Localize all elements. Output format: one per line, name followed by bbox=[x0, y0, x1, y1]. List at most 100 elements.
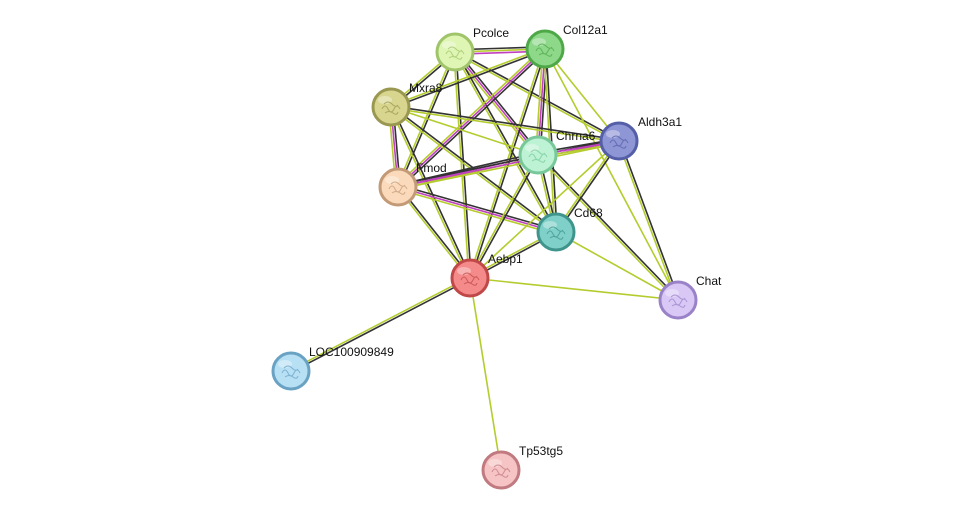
node-circle[interactable] bbox=[435, 32, 475, 72]
node-pcolce[interactable]: Pcolce bbox=[435, 26, 509, 72]
node-label: Pcolce bbox=[473, 26, 509, 40]
edge-evidence-textmining bbox=[469, 140, 620, 279]
node-col12a1[interactable]: Col12a1 bbox=[525, 23, 608, 69]
edge-Pcolce-Aldh3a1[interactable] bbox=[454, 50, 620, 143]
node-loc100909849[interactable]: LOC100909849 bbox=[271, 345, 394, 391]
protein-structure-icon bbox=[281, 365, 301, 379]
node-circle[interactable] bbox=[450, 258, 490, 298]
edge-evidence-coexpression bbox=[391, 49, 546, 109]
edge-evidence-experiments bbox=[397, 186, 557, 233]
edge-evidence-textmining bbox=[390, 107, 619, 143]
node-label: Col12a1 bbox=[563, 23, 608, 37]
node-mxra8[interactable]: Mxra8 bbox=[371, 81, 443, 127]
edge-evidence-coexpression bbox=[470, 155, 540, 279]
edge-evidence-coexpression bbox=[619, 140, 680, 300]
node-circle[interactable] bbox=[518, 135, 558, 175]
edge-evidence-coexpression bbox=[455, 50, 620, 141]
edge-evidence-coexpression bbox=[455, 51, 472, 278]
edge-evidence-textmining bbox=[469, 277, 502, 471]
edge-evidence-textmining bbox=[617, 141, 678, 301]
node-label: Aldh3a1 bbox=[638, 115, 682, 129]
edge-evidence-experiments bbox=[454, 51, 539, 156]
edge-evidence-experiments bbox=[397, 140, 620, 188]
edge-evidence-textmining bbox=[397, 188, 556, 235]
node-circle[interactable] bbox=[378, 167, 418, 207]
edge-evidence-coexpression bbox=[397, 138, 619, 186]
protein-structure-icon bbox=[445, 46, 465, 60]
protein-structure-icon bbox=[668, 294, 688, 308]
edge-evidence-textmining bbox=[536, 155, 678, 302]
edge-evidence-textmining bbox=[544, 48, 620, 142]
edge-evidence-coexpression bbox=[545, 48, 558, 232]
edge-Aebp1-Chat[interactable] bbox=[469, 277, 679, 301]
protein-structure-icon bbox=[491, 464, 511, 478]
edge-Aebp1-Tp53tg5[interactable] bbox=[469, 277, 502, 471]
edge-evidence-coexpression bbox=[538, 153, 680, 300]
node-label: Aebp1 bbox=[488, 252, 523, 266]
edge-Mxra8-Aldh3a1[interactable] bbox=[390, 105, 620, 143]
protein-structure-icon bbox=[381, 101, 401, 115]
edge-Aldh3a1-Aebp1[interactable] bbox=[469, 140, 620, 279]
protein-structure-icon bbox=[460, 272, 480, 286]
protein-structure-icon bbox=[609, 135, 629, 149]
node-label: Mxra8 bbox=[409, 81, 443, 95]
node-circle[interactable] bbox=[599, 121, 639, 161]
edge-Mxra8-Chrna6[interactable] bbox=[390, 106, 539, 156]
node-circle[interactable] bbox=[525, 29, 565, 69]
node-fmod[interactable]: Fmod bbox=[378, 161, 447, 207]
edge-evidence-textmining bbox=[469, 277, 679, 301]
node-label: Chrna6 bbox=[556, 129, 596, 143]
nodes-layer: Pcolce Col12a1Mxra8Aldh3a1Chrna6FmodCd68A… bbox=[271, 23, 722, 490]
edge-evidence-textmining bbox=[454, 52, 619, 143]
edge-Aebp1-LOC100909849[interactable] bbox=[290, 276, 471, 373]
node-aldh3a1[interactable]: Aldh3a1 bbox=[599, 115, 682, 161]
protein-structure-icon bbox=[528, 149, 548, 163]
edge-Pcolce-Aebp1[interactable] bbox=[453, 51, 472, 279]
node-cd68[interactable]: Cd68 bbox=[536, 206, 603, 252]
edge-Chrna6-Aebp1[interactable] bbox=[468, 154, 540, 279]
edge-evidence-coexpression bbox=[455, 51, 558, 232]
edge-Fmod-Aldh3a1[interactable] bbox=[397, 138, 620, 190]
edge-evidence-textmining bbox=[544, 48, 679, 301]
edge-evidence-textmining bbox=[453, 52, 556, 233]
edge-evidence-coexpression bbox=[398, 52, 457, 188]
node-tp53tg5[interactable]: Tp53tg5 bbox=[481, 444, 563, 490]
node-label: Fmod bbox=[416, 161, 447, 175]
protein-structure-icon bbox=[388, 181, 408, 195]
edge-evidence-coexpression bbox=[291, 278, 471, 373]
edge-evidence-textmining bbox=[390, 106, 539, 156]
edge-Chrna6-Chat[interactable] bbox=[536, 153, 680, 302]
node-circle[interactable] bbox=[371, 87, 411, 127]
edges-layer bbox=[290, 46, 680, 471]
node-label: Cd68 bbox=[574, 206, 603, 220]
node-chrna6[interactable]: Chrna6 bbox=[518, 129, 596, 175]
node-circle[interactable] bbox=[481, 450, 521, 490]
node-chat[interactable]: Chat bbox=[658, 274, 722, 320]
edge-Col12a1-Aldh3a1[interactable] bbox=[544, 48, 620, 142]
node-circle[interactable] bbox=[658, 280, 698, 320]
edge-Col12a1-Chat[interactable] bbox=[544, 48, 679, 301]
edge-evidence-coexpression bbox=[391, 106, 472, 278]
node-circle[interactable] bbox=[271, 351, 311, 391]
edge-evidence-textmining bbox=[390, 47, 545, 107]
node-circle[interactable] bbox=[536, 212, 576, 252]
edge-Aldh3a1-Chat[interactable] bbox=[617, 140, 680, 301]
edge-evidence-coexpression bbox=[391, 105, 620, 141]
edge-Col12a1-Mxra8[interactable] bbox=[390, 47, 546, 109]
edge-evidence-textmining bbox=[290, 276, 470, 371]
edge-evidence-textmining bbox=[555, 231, 679, 301]
edge-Pcolce-Cd68[interactable] bbox=[453, 51, 558, 233]
edge-evidence-textmining bbox=[398, 142, 620, 190]
edge-Cd68-Chat[interactable] bbox=[555, 231, 679, 301]
node-label: Tp53tg5 bbox=[519, 444, 563, 458]
protein-structure-icon bbox=[546, 226, 566, 240]
edge-evidence-textmining bbox=[468, 48, 545, 278]
edge-evidence-textmining bbox=[468, 154, 538, 278]
node-aebp1[interactable]: Aebp1 bbox=[450, 252, 523, 298]
edge-evidence-textmining bbox=[395, 46, 545, 186]
protein-structure-icon bbox=[535, 43, 555, 57]
edge-evidence-coexpression bbox=[456, 50, 541, 155]
node-label: LOC100909849 bbox=[309, 345, 394, 359]
node-label: Chat bbox=[696, 274, 722, 288]
